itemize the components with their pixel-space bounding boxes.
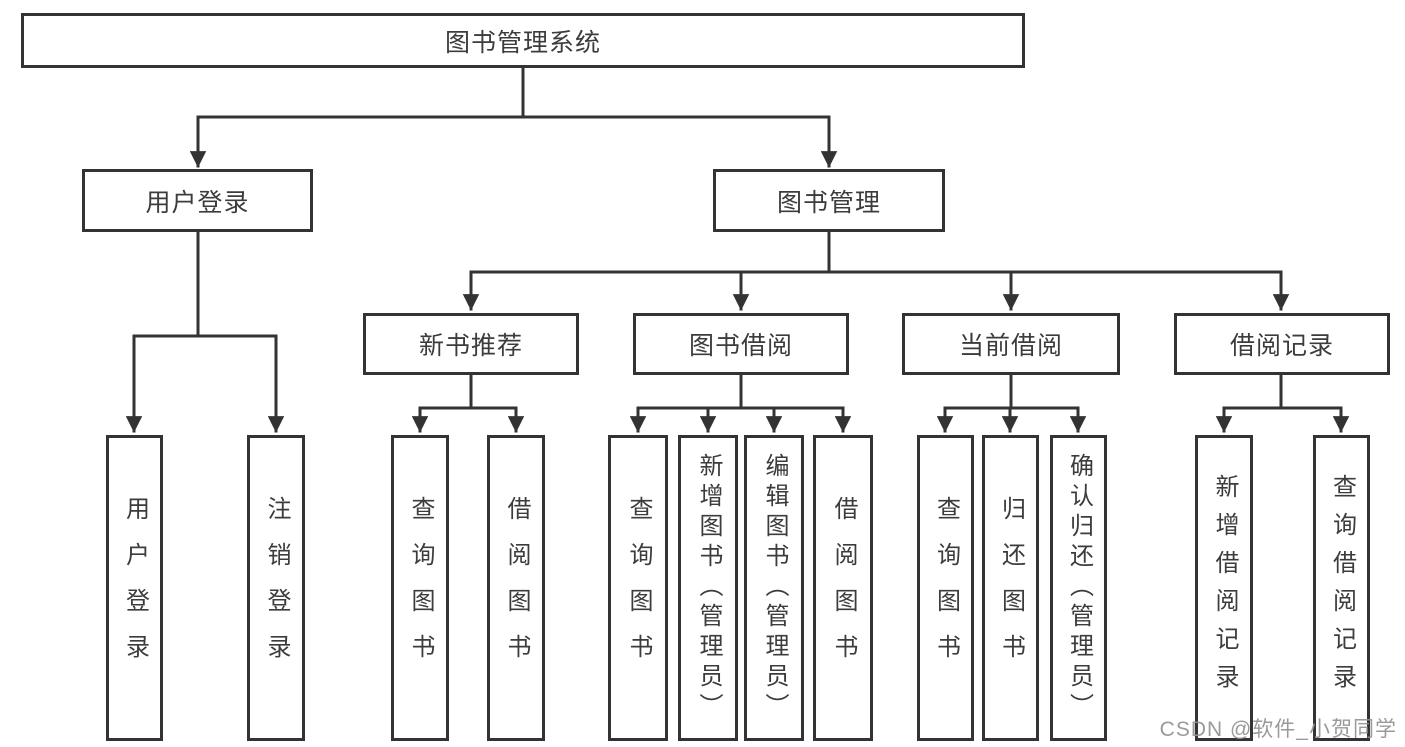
node-label: 图书管理 <box>776 188 881 217</box>
leaf-label: 借阅图书 <box>830 496 857 680</box>
leaf-search-books-borrowing: 查询图书 <box>608 435 668 741</box>
leaf-label: 借阅图书 <box>503 496 530 680</box>
leaf-add-borrow-record: 新增借阅记录 <box>1195 435 1253 741</box>
node-label: 新书推荐 <box>418 332 523 360</box>
leaf-return-books: 归还图书 <box>982 435 1039 741</box>
leaf-label: 新增借阅记录 <box>1211 474 1238 702</box>
node-library-management-system: 图书管理系统 <box>21 13 1025 68</box>
node-label: 图书管理系统 <box>444 28 601 57</box>
leaf-borrow-books: 借阅图书 <box>813 435 873 741</box>
connector-skeleton <box>132 66 1343 410</box>
node-book-borrowing: 图书借阅 <box>633 313 849 375</box>
leaf-label: 注销登录 <box>263 496 290 680</box>
leaf-confirm-return-admin: 确认归还（管理员） <box>1050 435 1107 741</box>
leaf-borrow-books-recommend: 借阅图书 <box>487 435 545 741</box>
node-label: 用户登录 <box>145 188 250 217</box>
leaf-label: 编辑图书（管理员） <box>761 453 788 723</box>
leaf-label: 查询借阅记录 <box>1328 474 1356 702</box>
node-book-management: 图书管理 <box>713 169 945 232</box>
leaf-user-login: 用户登录 <box>106 435 163 741</box>
leaf-label: 查询图书 <box>407 496 434 680</box>
node-user-login: 用户登录 <box>82 169 313 232</box>
node-current-borrowing: 当前借阅 <box>902 313 1120 375</box>
leaf-label: 查询图书 <box>932 496 960 680</box>
leaf-search-books-recommend: 查询图书 <box>391 435 449 741</box>
leaf-edit-books-admin: 编辑图书（管理员） <box>744 435 804 741</box>
node-label: 借阅记录 <box>1229 332 1334 360</box>
leaf-logout: 注销登录 <box>247 435 305 741</box>
node-new-book-recommendation: 新书推荐 <box>363 313 579 375</box>
leaf-label: 新增图书（管理员） <box>695 453 722 723</box>
leaf-label: 确认归还（管理员） <box>1065 453 1093 723</box>
leaf-label: 归还图书 <box>997 496 1025 680</box>
watermark: CSDN @软件_小贺同学 <box>1159 718 1397 741</box>
leaf-search-borrow-record: 查询借阅记录 <box>1313 435 1370 741</box>
node-borrowing-records: 借阅记录 <box>1174 313 1390 375</box>
leaf-label: 查询图书 <box>625 496 652 680</box>
node-label: 图书借阅 <box>688 332 793 360</box>
leaf-label: 用户登录 <box>121 496 149 680</box>
node-label: 当前借阅 <box>958 332 1063 360</box>
leaf-search-books-current: 查询图书 <box>917 435 974 741</box>
leaf-add-books-admin: 新增图书（管理员） <box>678 435 738 741</box>
